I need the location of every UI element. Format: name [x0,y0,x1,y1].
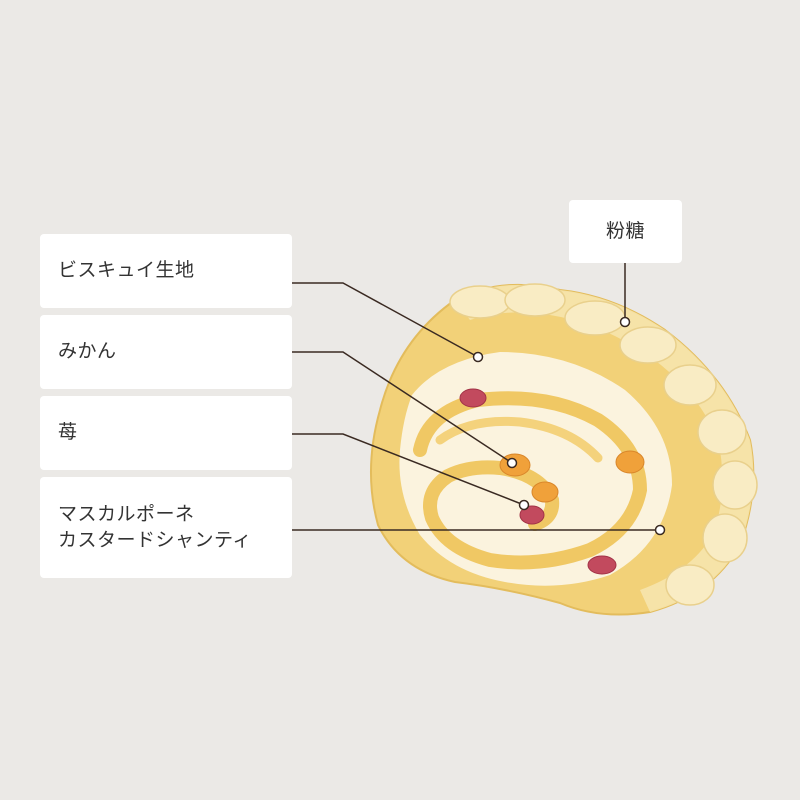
leader-lines [292,263,660,531]
sugar-ridges [449,283,758,606]
leader-dot-ichigo [518,499,530,511]
leader-dot-mascarpone [654,524,666,536]
label-box-biscuit: ビスキュイ生地 [40,234,292,308]
ichigo-pieces [459,388,617,575]
leader-line-ichigo [292,433,525,506]
label-ichigo-text: 苺 [58,421,78,444]
label-box-powdered-sugar: 粉糖 [569,200,682,263]
label-mascarpone-text: マスカルポーネ カスタードシャンティ [58,502,252,551]
label-box-mascarpone: マスカルポーネ カスタードシャンティ [40,477,292,578]
label-powdered-sugar-text: 粉糖 [605,219,645,242]
label-box-ichigo: 苺 [40,396,292,470]
label-mikan-text: みかん [58,340,117,363]
leader-dot-biscuit [472,351,484,363]
mikan-pieces [499,450,645,503]
leader-line-mikan [292,351,513,464]
leader-line-biscuit [292,282,479,358]
leader-dot-powdered-sugar [619,316,631,328]
leader-dot-mikan [506,457,518,469]
leader-dots [472,316,666,536]
roll-cake-photo [369,283,758,616]
label-biscuit-text: ビスキュイ生地 [58,259,195,282]
cake-cut-face-cream [399,352,672,586]
label-box-mikan: みかん [40,315,292,389]
